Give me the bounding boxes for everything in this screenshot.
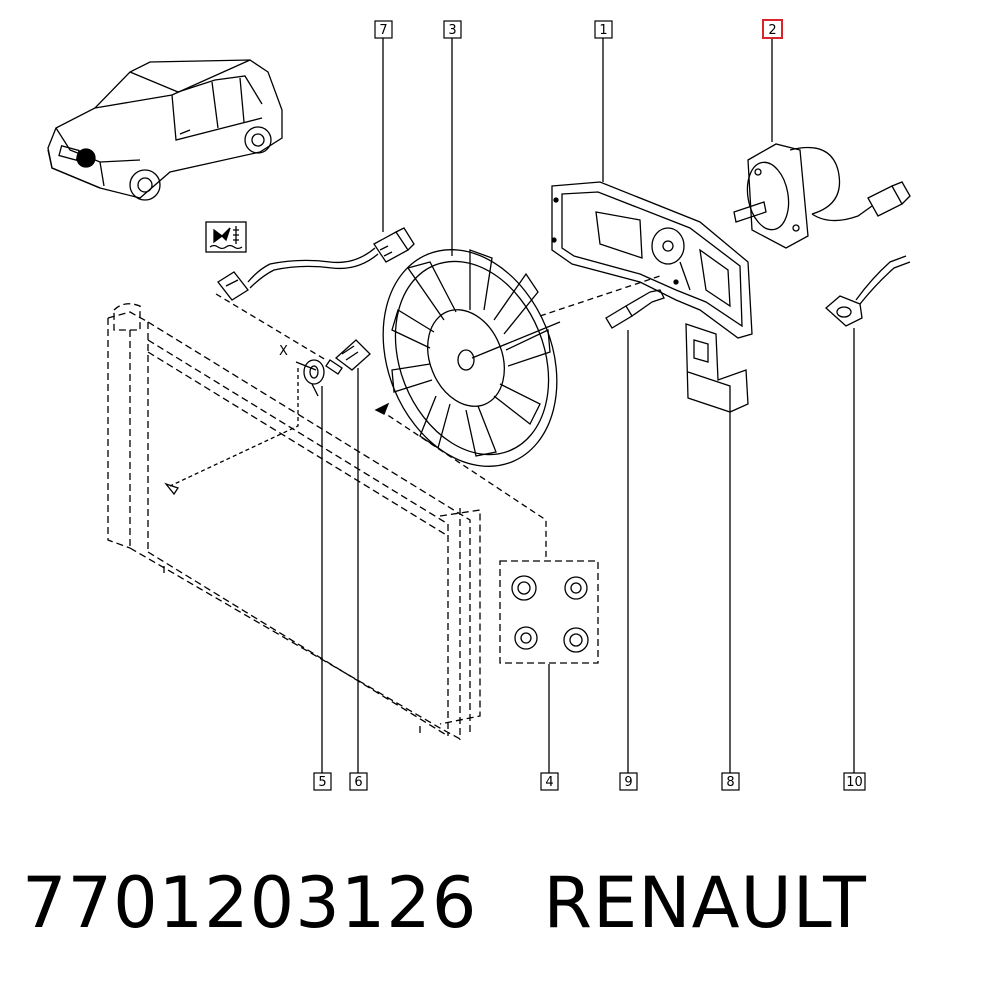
brand-name: RENAULT	[543, 862, 867, 944]
callout-9: 9	[619, 772, 638, 791]
caption: 7701203126 RENAULT	[22, 858, 867, 948]
part-number: 7701203126	[22, 862, 478, 944]
radiator	[107, 303, 481, 741]
callout-label: 3	[448, 23, 456, 38]
callout-label: 6	[354, 775, 362, 790]
callout-3: 3	[443, 20, 462, 39]
callout-label: 7	[379, 23, 387, 38]
leader-lines	[321, 37, 855, 774]
fan-bracket	[551, 181, 753, 339]
grommet-kit	[499, 560, 599, 664]
callout-2-highlighted: 2	[762, 19, 783, 39]
callout-6: 6	[349, 772, 368, 791]
callout-10: 10	[843, 772, 866, 791]
temperature-sensor	[325, 339, 371, 375]
callout-label: 9	[624, 775, 632, 790]
temperature-switch-harness	[217, 227, 415, 301]
callout-label: 4	[545, 775, 553, 790]
car-illustration-icon	[47, 59, 283, 201]
cooling-fan	[382, 249, 561, 467]
callout-label: 5	[318, 775, 326, 790]
radiator-mount-x	[164, 359, 325, 496]
wiring-connector	[825, 255, 911, 327]
callout-label: 2	[768, 23, 776, 38]
mounting-clip	[685, 323, 749, 413]
callout-label: 1	[599, 23, 607, 38]
fan-motor	[733, 143, 911, 249]
callout-5: 5	[313, 772, 332, 791]
callout-1: 1	[594, 20, 613, 39]
fan-temperature-icon	[205, 221, 247, 253]
screw	[605, 289, 665, 329]
callout-8: 8	[721, 772, 740, 791]
axis-marker-x: X	[279, 344, 288, 359]
callout-7: 7	[374, 20, 393, 39]
callout-label: 10	[846, 775, 863, 790]
callout-4: 4	[540, 772, 559, 791]
callout-label: 8	[726, 775, 734, 790]
